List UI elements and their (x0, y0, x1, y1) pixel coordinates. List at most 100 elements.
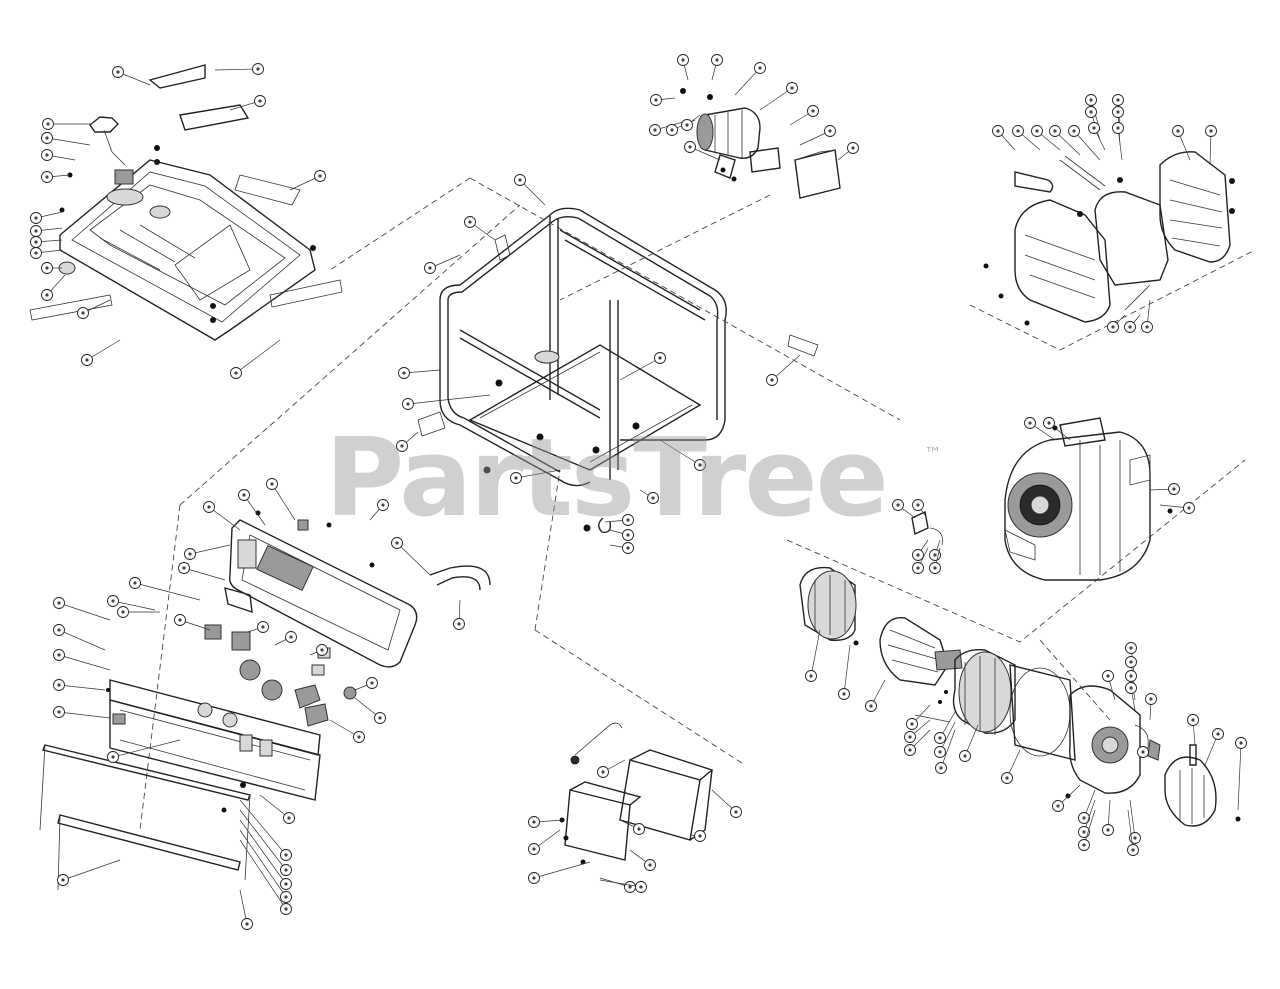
leader-line (112, 600, 156, 611)
callout-mark (111, 599, 115, 603)
callout-mark (933, 553, 937, 557)
leader-line (271, 483, 296, 521)
callout-mark (45, 266, 49, 270)
callout-mark (1116, 126, 1120, 130)
callout-mark (287, 816, 291, 820)
leader-line (208, 506, 241, 531)
leader-line (1237, 742, 1242, 811)
control-panel-assembly (39, 510, 491, 891)
leader-line (1083, 809, 1096, 846)
starter-motor-assembly (680, 88, 841, 199)
callout-mark (258, 99, 262, 103)
callout-mark (1035, 129, 1039, 133)
callout-mark (57, 628, 61, 632)
callout-mark (939, 766, 943, 770)
battery-tray-assembly (559, 722, 714, 865)
callout-mark (653, 128, 657, 132)
callout-mark (242, 493, 246, 497)
callout-mark (811, 109, 815, 113)
leader-line (259, 794, 290, 819)
callout-mark (1053, 129, 1057, 133)
callout-mark (1187, 506, 1191, 510)
leader-line (58, 711, 111, 719)
leader-line (1073, 130, 1101, 161)
callout-mark (116, 70, 120, 74)
callout-mark (1005, 776, 1009, 780)
engine-assembly (911, 417, 1175, 581)
callout-mark (758, 66, 762, 70)
leader-line (134, 582, 201, 601)
callout-mark (637, 827, 641, 831)
callout-mark (57, 683, 61, 687)
callout-mark (406, 402, 410, 406)
leader-line (239, 839, 287, 910)
callout-mark (468, 220, 472, 224)
callout-mark (284, 907, 288, 911)
leader-line (843, 644, 851, 695)
callout-mark (207, 505, 211, 509)
callout-mark (381, 503, 385, 507)
callout-mark (133, 581, 137, 585)
callout-mark (111, 755, 115, 759)
callout-mark (370, 681, 374, 685)
callout-mark (698, 834, 702, 838)
callout-mark (1129, 660, 1133, 664)
callout-mark (57, 601, 61, 605)
callout-mark (320, 648, 324, 652)
callout-mark (1047, 421, 1051, 425)
callout-mark (378, 716, 382, 720)
leader-line (189, 544, 231, 555)
callout-mark (1191, 718, 1195, 722)
callout-mark (681, 58, 685, 62)
callout-mark (908, 735, 912, 739)
callout-mark (916, 553, 920, 557)
callout-mark (318, 174, 322, 178)
callout-mark (245, 922, 249, 926)
callout-mark (1133, 836, 1137, 840)
callout-mark (34, 240, 38, 244)
callout-mark (1111, 325, 1115, 329)
callout-mark (284, 895, 288, 899)
leader-line (58, 654, 111, 671)
callout-mark (45, 136, 49, 140)
callout-mark (518, 178, 522, 182)
callout-mark (685, 123, 689, 127)
callout-mark (963, 754, 967, 758)
callout-mark (1149, 697, 1153, 701)
callout-mark (601, 770, 605, 774)
callout-mark (910, 722, 914, 726)
callout-mark (698, 463, 702, 467)
leader-line (771, 354, 801, 381)
callout-mark (178, 618, 182, 622)
callout-mark (654, 98, 658, 102)
callout-mark (1116, 98, 1120, 102)
callout-mark (938, 750, 942, 754)
callout-mark (1216, 732, 1220, 736)
callout-mark (402, 371, 406, 375)
leader-line (58, 629, 106, 651)
leader-line (86, 339, 121, 361)
callout-mark (1082, 830, 1086, 834)
callout-mark (284, 868, 288, 872)
leader-line (239, 819, 287, 885)
callout-mark (357, 735, 361, 739)
callout-mark (532, 876, 536, 880)
callout-mark (1089, 98, 1093, 102)
callout-mark (1209, 129, 1213, 133)
callout-mark (1016, 129, 1020, 133)
callout-mark (1145, 325, 1149, 329)
callout-mark (34, 216, 38, 220)
callout-mark (1089, 110, 1093, 114)
callout-mark (270, 482, 274, 486)
fuel-tank-assembly (29, 64, 343, 341)
callout-mark (1092, 126, 1096, 130)
callout-mark (514, 476, 518, 480)
leader-line (239, 799, 287, 856)
callout-mark (45, 175, 49, 179)
callout-mark (234, 371, 238, 375)
callout-mark (57, 653, 61, 657)
callout-mark (121, 610, 125, 614)
callout-mark (648, 863, 652, 867)
callout-mark (916, 503, 920, 507)
callout-mark (289, 635, 293, 639)
